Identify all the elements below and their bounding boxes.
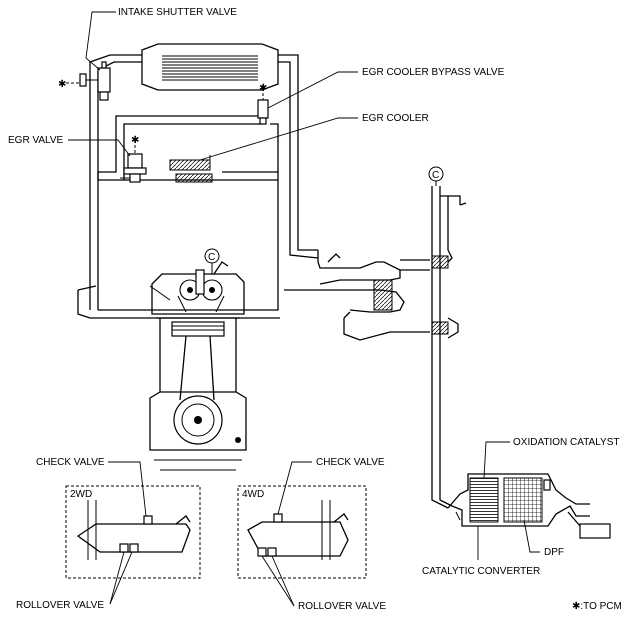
- label-dpf: DPF: [544, 547, 564, 558]
- connector-c-engine: C: [204, 248, 220, 274]
- pcm-star-bypass: ✱: [259, 83, 267, 94]
- label-egr-valve: EGR VALVE: [8, 135, 64, 146]
- connector-c-label-1: C: [432, 170, 439, 181]
- leader-lines: [68, 11, 540, 607]
- label-egr-cooler-bypass-valve: EGR COOLER BYPASS VALVE: [362, 67, 505, 78]
- label-check-valve-2wd: CHECK VALVE: [36, 457, 105, 468]
- label-egr-cooler: EGR COOLER: [362, 113, 429, 124]
- label-oxidation-catalyst: OXIDATION CATALYST: [513, 437, 620, 448]
- intercooler: [141, 43, 279, 91]
- fuel-tank-2wd-box: 2WD: [65, 485, 201, 579]
- pcm-star-egr: ✱: [131, 135, 139, 146]
- label-catalytic-converter: CATALYTIC CONVERTER: [422, 566, 540, 577]
- egr-cooler: [169, 155, 213, 183]
- engine-head: [149, 261, 245, 315]
- label-2wd: 2WD: [70, 489, 92, 500]
- egr-cooler-bypass-valve: [257, 99, 269, 125]
- connector-c-label-2: C: [208, 252, 215, 263]
- label-check-valve-4wd: CHECK VALVE: [316, 457, 385, 468]
- connector-c-exhaust: C: [428, 166, 444, 186]
- catalytic-converter: [447, 473, 611, 539]
- engine-block: [149, 317, 247, 471]
- egr-valve: [120, 153, 147, 183]
- label-rollover-valve-2wd: ROLLOVER VALVE: [16, 600, 104, 611]
- label-to-pcm: ✱:TO PCM: [572, 601, 622, 612]
- fuel-tank-4wd-box: 4WD: [237, 485, 367, 579]
- pcm-star-intake: ✱: [58, 79, 66, 90]
- label-rollover-valve-4wd: ROLLOVER VALVE: [298, 601, 386, 612]
- exhaust-pipe-vertical: [431, 186, 467, 509]
- exhaust-manifold: [284, 250, 430, 341]
- label-4wd: 4WD: [242, 489, 264, 500]
- intake-shutter-valve: [79, 61, 111, 101]
- label-intake-shutter-valve: INTAKE SHUTTER VALVE: [118, 7, 237, 18]
